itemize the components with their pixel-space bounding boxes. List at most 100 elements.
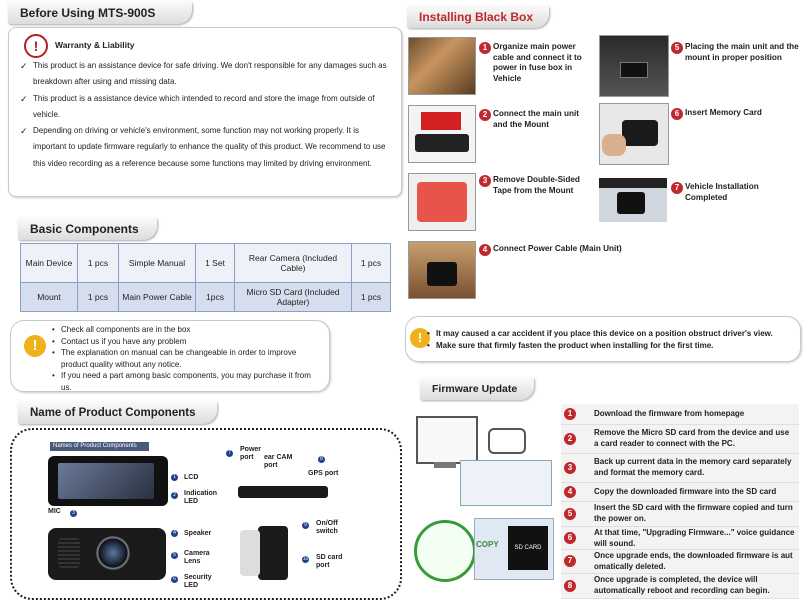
- step-number: 5: [564, 508, 576, 520]
- install-step-number: 2: [479, 109, 491, 121]
- warranty-item-text: This product is a assistance device whic…: [33, 93, 375, 119]
- before-using-tab: Before Using MTS-900S: [8, 2, 192, 24]
- sd-card-icon: SD CARD: [508, 526, 548, 570]
- warranty-list: ✓ This product is an assistance device fo…: [20, 58, 392, 172]
- firmware-step: 8 Once upgrade is completed, the device w…: [561, 574, 799, 599]
- photo-installed: [599, 178, 667, 222]
- install-step-text: Placing the main unit and the mount in p…: [685, 42, 799, 62]
- install-notes: It may caused a car accident if you plac…: [427, 328, 793, 351]
- callout-number: 4: [171, 530, 178, 537]
- table-cell: Main Power Cable: [118, 282, 196, 312]
- step-number: 2: [564, 433, 576, 445]
- sd-circle: [414, 520, 476, 582]
- step-number: 7: [564, 555, 576, 567]
- callout-security: Security LED: [184, 574, 212, 589]
- warranty-item-text: This product is an assistance device for…: [33, 61, 387, 87]
- callout-rear-cam: ear CAM port: [264, 454, 293, 469]
- install-step-number: 1: [479, 42, 491, 54]
- install-step-number: 4: [479, 244, 491, 256]
- components-table: Main Device 1 pcs Simple Manual 1 Set Re…: [20, 243, 391, 312]
- mount-red: [421, 112, 461, 130]
- table-cell: 1 pcs: [351, 243, 391, 283]
- device-side: [258, 526, 288, 580]
- callout-power-port: Power port: [240, 446, 262, 461]
- callout-number: 7: [226, 450, 233, 457]
- photo-mount-connect: [408, 105, 476, 163]
- install-step-number: 6: [671, 108, 683, 120]
- install-step-text: Organize main power cable and connect it…: [493, 42, 582, 83]
- callout-number: 3: [70, 510, 77, 517]
- windshield-cam: [620, 62, 648, 78]
- table-cell: 1 Set: [195, 243, 235, 283]
- table-row: Mount 1 pcs Main Power Cable 1pcs Micro …: [20, 282, 391, 312]
- check-icon: ✓: [20, 61, 28, 71]
- installed-cam: [617, 192, 645, 214]
- step-number: 1: [564, 408, 576, 420]
- callout-sd: SD card port: [316, 554, 343, 569]
- firmware-step: 7 Once upgrade ends, the downloaded firmw…: [561, 550, 799, 574]
- install-step-text: Vehicle Installation Completed: [685, 182, 759, 202]
- step-text: Insert the SD card with the firmware cop…: [594, 503, 793, 523]
- table-cell: Rear Camera (Included Cable): [234, 243, 352, 283]
- step-text: Once upgrade ends, the downloaded firmwa…: [594, 551, 793, 571]
- callout-number: 1: [171, 474, 178, 481]
- callout-number: 6: [171, 576, 178, 583]
- install-step-number: 5: [671, 42, 683, 54]
- step-text: At that time, "Upgrading Firmware..." vo…: [594, 528, 795, 548]
- install-step-number: 7: [671, 182, 683, 194]
- product-components-tab: Name of Product Components: [18, 402, 217, 424]
- product-diagram: Names of Product Components 1 LCD 2 Indi…: [10, 428, 402, 600]
- firmware-step: 5 Insert the SD card with the firmware co…: [561, 502, 799, 527]
- install-step-text: Insert Memory Card: [685, 108, 762, 117]
- note-item: If you need a part among basic component…: [52, 370, 314, 393]
- device-rear: [48, 528, 166, 580]
- photo-tape: [408, 173, 476, 231]
- table-cell: Main Device: [20, 243, 78, 283]
- lcd-screen: [58, 463, 154, 499]
- install-step-text: Remove Double-Sided Tape from the Mount: [493, 175, 580, 195]
- callout-number: 9: [302, 522, 309, 529]
- check-icon: ✓: [20, 126, 28, 137]
- lightbulb-icon: !: [24, 335, 46, 357]
- step-text: Copy the downloaded firmware into the SD…: [594, 487, 777, 496]
- note-item: The explanation on manual can be changea…: [52, 347, 314, 370]
- callout-lcd: LCD: [184, 474, 199, 481]
- warranty-item: ✓ This product is an assistance device fo…: [20, 58, 392, 91]
- table-cell: 1pcs: [195, 282, 235, 312]
- basic-components-tab: Basic Components: [18, 218, 157, 240]
- step-number: 4: [564, 486, 576, 498]
- warranty-title: Warranty & Liability: [55, 40, 135, 50]
- callout-number: 10: [302, 556, 309, 563]
- table-cell: Mount: [20, 282, 78, 312]
- table-cell: Micro SD Card (Included Adapter): [234, 282, 352, 312]
- callout-number: 2: [171, 492, 178, 499]
- device-top: [238, 486, 328, 498]
- photo-power-cable: [408, 241, 476, 299]
- note-item: Check all components are in the box: [52, 324, 314, 336]
- cam-in-car: [427, 262, 457, 286]
- hand: [602, 134, 626, 156]
- photo-fuse-box: [408, 37, 476, 95]
- photo-memory-card: [599, 103, 669, 165]
- warranty-item: ✓This product is a assistance device whi…: [20, 91, 392, 124]
- monitor-stand: [434, 462, 456, 468]
- table-row: Main Device 1 pcs Simple Manual 1 Set Re…: [20, 243, 391, 283]
- device-front: [48, 456, 168, 506]
- basic-notes: Check all components are in the box Cont…: [52, 324, 314, 393]
- step-text: Remove the Micro SD card from the device…: [594, 428, 790, 448]
- step-number: 8: [564, 580, 576, 592]
- install-step-number: 3: [479, 175, 491, 187]
- camera-lens: [96, 536, 130, 570]
- firmware-tab: Firmware Update: [420, 378, 534, 400]
- note-item: It may caused a car accident if you plac…: [427, 328, 793, 340]
- photo-placing: [599, 35, 669, 97]
- device-side-ghost: [240, 530, 260, 576]
- step-text: Once upgrade is completed, the device wi…: [594, 575, 770, 595]
- step-text: Back up current data in the memory card …: [594, 457, 792, 477]
- warranty-item: ✓Depending on driving or vehicle's envir…: [20, 123, 392, 172]
- device-card: [622, 120, 658, 146]
- table-cell: Simple Manual: [118, 243, 196, 283]
- callout-gps: GPS port: [308, 470, 339, 477]
- table-cell: 1 pcs: [351, 282, 391, 312]
